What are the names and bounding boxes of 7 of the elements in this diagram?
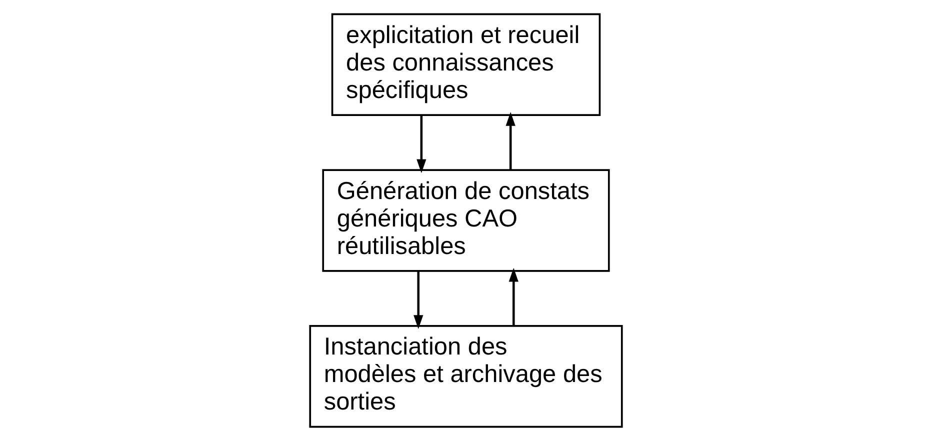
node-box: Génération de constats génériques CAO réutilisables xyxy=(322,169,610,272)
node-box: Instanciation des modèles et archivage des sorties xyxy=(309,325,623,428)
node-box: explicitation et recueil des connaissances spécifiques xyxy=(331,13,601,116)
arrow xyxy=(414,271,424,329)
arrow xyxy=(506,112,516,170)
arrow xyxy=(508,268,518,326)
arrow xyxy=(416,115,426,174)
